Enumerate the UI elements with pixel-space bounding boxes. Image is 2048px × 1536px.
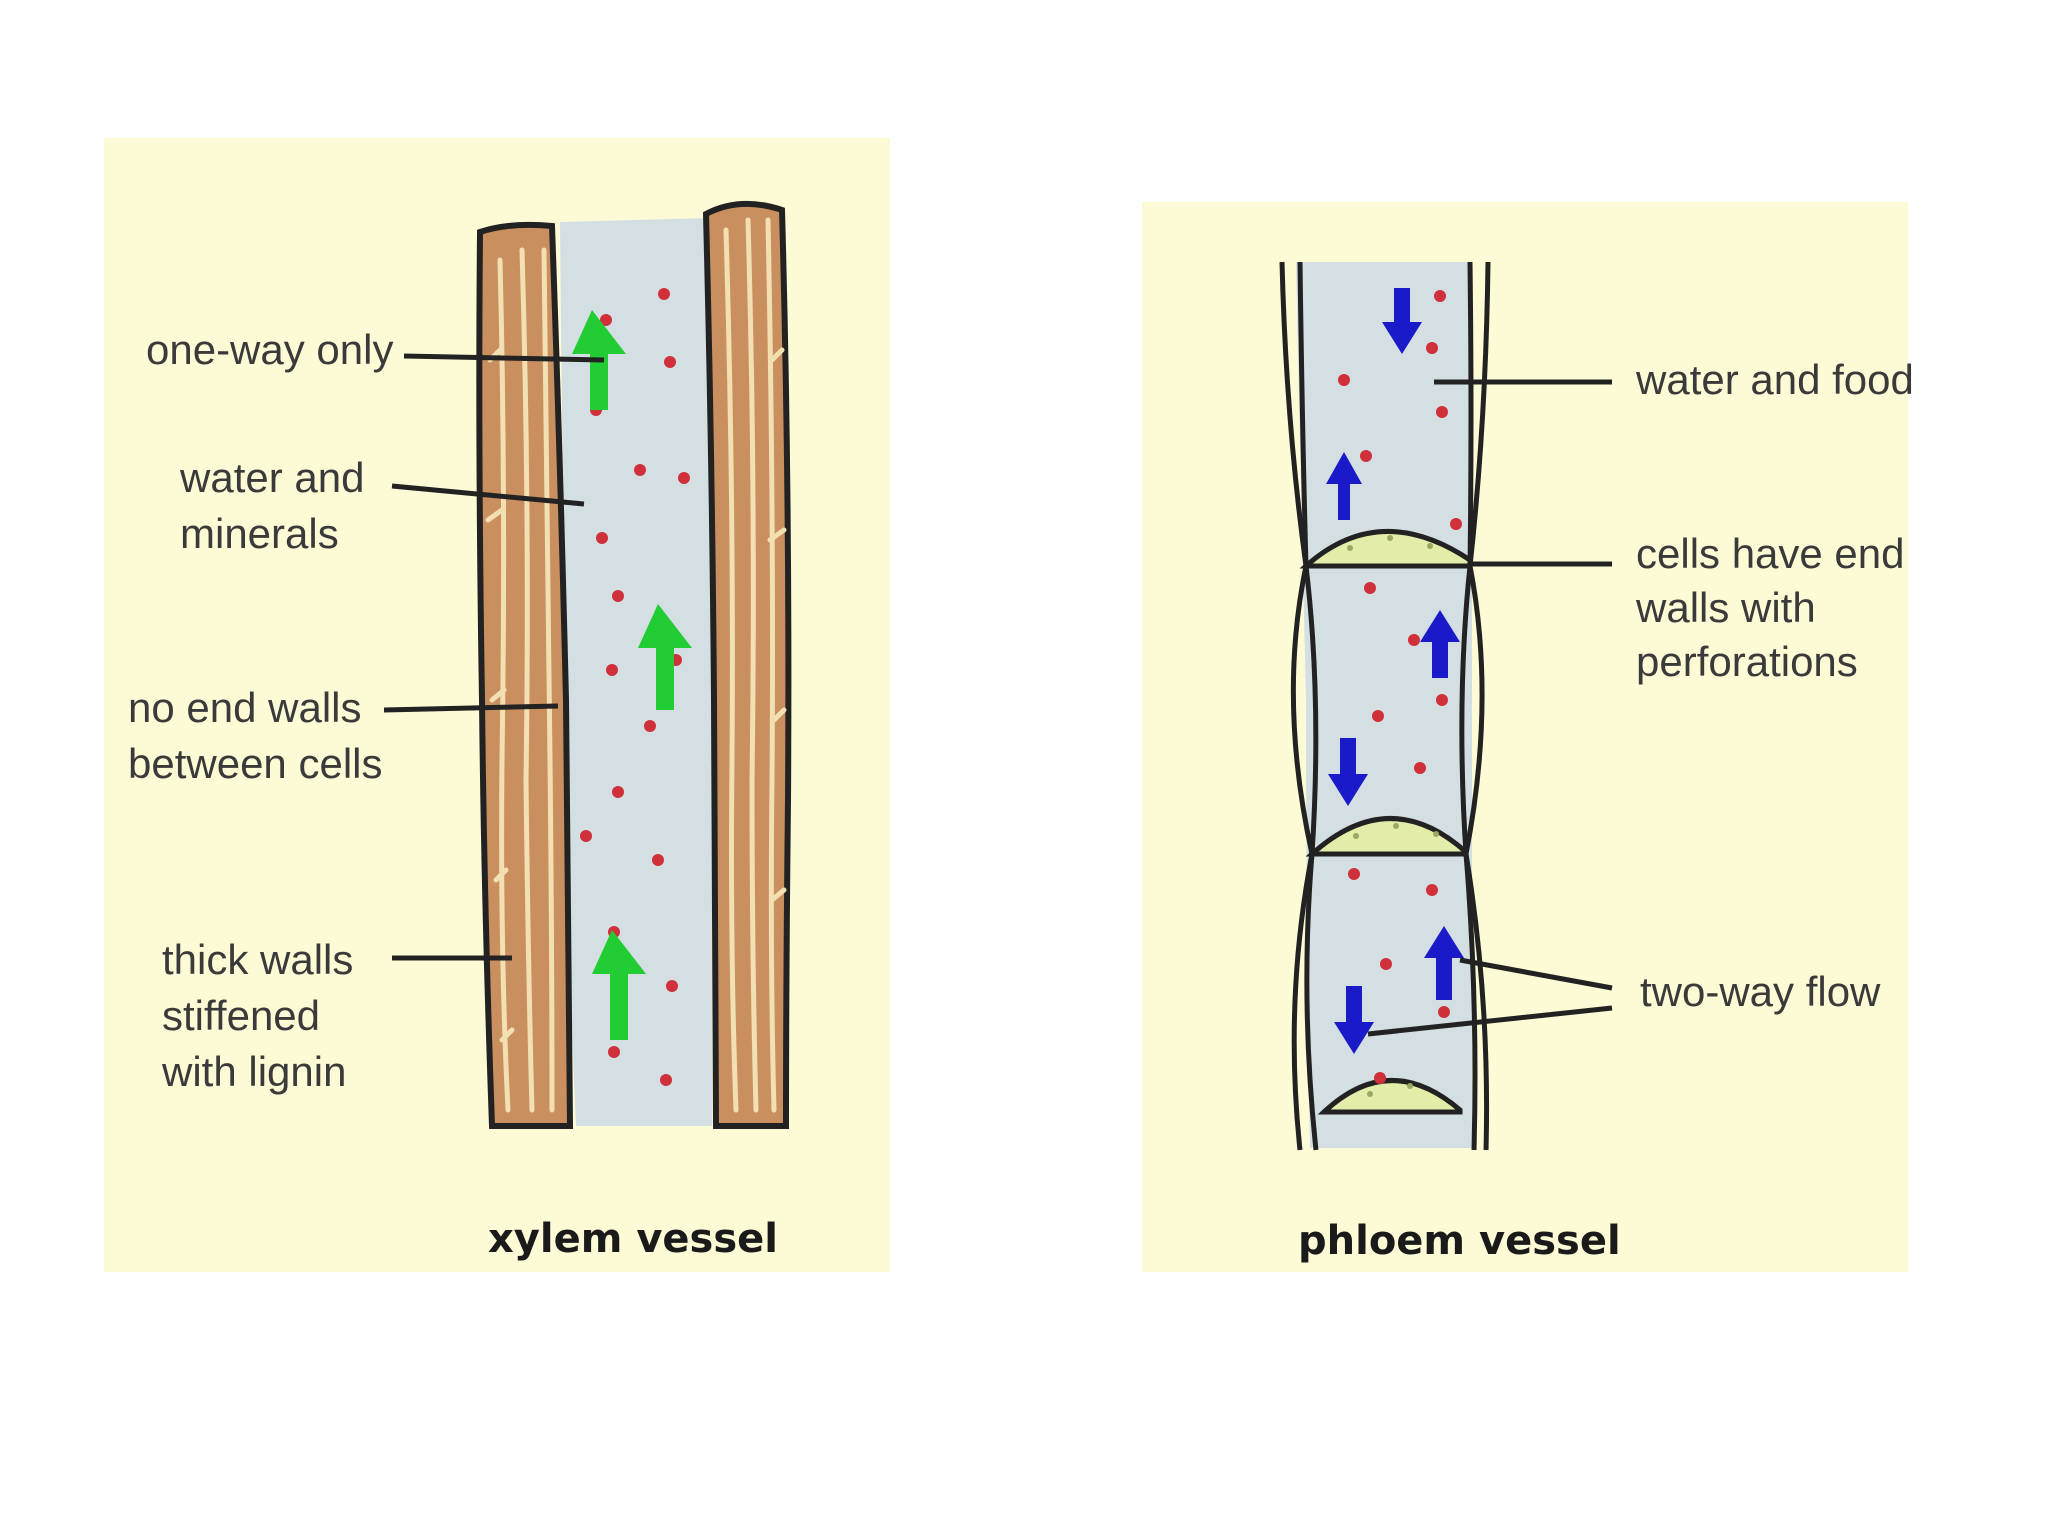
label-no-end-walls: no end walls between cells — [128, 684, 382, 787]
phloem-flow-arrow-down — [1328, 738, 1368, 806]
phloem-flow-arrow-down — [1382, 288, 1422, 354]
caption-phloem-vessel: phloem vessel — [1298, 1218, 1621, 1264]
label-water-and-minerals: water and minerals — [179, 454, 376, 557]
label-two-way-flow: two-way flow — [1640, 968, 1881, 1015]
xylem-particles — [580, 288, 690, 1086]
phloem-flow-arrow-up — [1424, 926, 1464, 1000]
label-water-and-minerals-line: water and — [179, 454, 364, 501]
phloem-particles — [1338, 290, 1462, 1084]
xylem-flow-arrow — [592, 930, 646, 1040]
label-water-and-minerals-line: minerals — [180, 510, 339, 557]
phloem-cell-walls — [1279, 261, 1491, 1151]
phloem-flow-arrow-up — [1420, 610, 1460, 678]
label-thick-walls: thick walls stiffened with lignin — [161, 936, 365, 1095]
label-thick-walls-line: with lignin — [161, 1048, 346, 1095]
label-no-end-walls-line: between cells — [128, 740, 382, 787]
xylem-right-lignin-streaks — [723, 217, 787, 1113]
label-thick-walls-line: thick walls — [162, 936, 353, 983]
xylem-flow-arrow — [638, 604, 692, 710]
label-thick-walls-line: stiffened — [162, 992, 320, 1039]
xylem-leader-lines — [383, 353, 605, 961]
label-cells-have-end-walls-line: cells have end — [1636, 530, 1905, 577]
label-water-and-food: water and food — [1635, 356, 1914, 403]
leader-two-way-flow — [1459, 957, 1613, 991]
label-cells-have-end-walls: cells have end walls with perforations — [1635, 530, 1916, 685]
xylem-lumen — [560, 218, 712, 1126]
label-cells-have-end-walls-line: perforations — [1636, 638, 1858, 685]
xylem-panel: one-way only water and minerals no end w… — [104, 138, 890, 1272]
leader-two-way-flow — [1367, 1005, 1613, 1037]
phloem-sieve-plates — [1299, 529, 1473, 1115]
xylem-left-lignin-streaks — [485, 247, 555, 1113]
label-one-way-only: one-way only — [146, 326, 393, 373]
phloem-leader-lines — [1367, 379, 1613, 1037]
leader-one-way — [403, 353, 605, 363]
phloem-flow-arrow-up — [1326, 452, 1362, 520]
xylem-right-wall — [702, 200, 792, 1129]
label-cells-have-end-walls-line: walls with — [1635, 584, 1816, 631]
sieve-plate — [1317, 1078, 1463, 1115]
sieve-plate-pores — [1347, 535, 1439, 1097]
caption-xylem-vessel: xylem vessel — [488, 1216, 778, 1262]
leader-water-minerals — [391, 483, 585, 507]
phloem-flow-arrow-down — [1334, 986, 1374, 1054]
label-no-end-walls-line: no end walls — [128, 684, 361, 731]
phloem-panel: water and food cells have end walls with… — [1142, 202, 1916, 1272]
leader-no-end-walls — [383, 703, 559, 713]
